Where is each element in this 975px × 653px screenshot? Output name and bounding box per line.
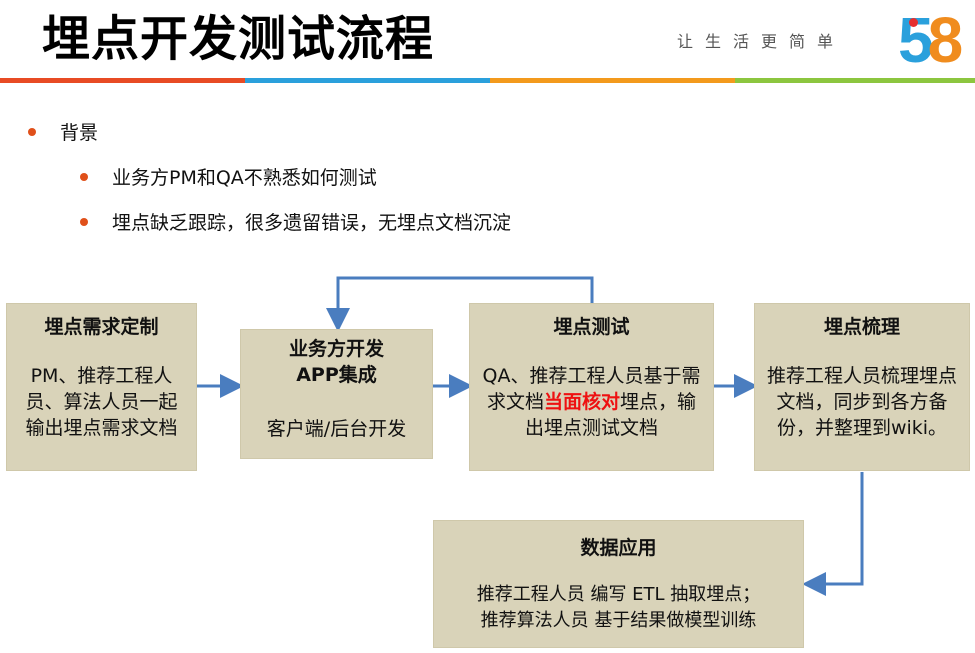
box-apply: 数据应用 推荐工程人员 编写 ETL 抽取埋点； 推荐算法人员 基于结果做模型训…	[433, 520, 804, 648]
box-develop: 业务方开发 APP集成 客户端/后台开发	[240, 329, 433, 459]
page-title: 埋点开发测试流程	[42, 11, 435, 67]
stripe-red	[0, 78, 245, 83]
box-apply-line-1: 推荐工程人员 编写 ETL 抽取埋点；	[476, 584, 761, 605]
logo-digit-8: 8	[927, 4, 964, 76]
background-label: 背景	[60, 122, 99, 144]
bullet-item: 埋点缺乏跟踪，很多遗留错误，无埋点文档沉淀	[80, 208, 511, 235]
logo-58: 58	[898, 8, 963, 72]
box-test-highlight: 当面核对	[543, 391, 620, 413]
box-requirement: 埋点需求定制 PM、推荐工程人员、算法人员一起输出埋点需求文档	[6, 303, 197, 471]
box-apply-title: 数据应用	[580, 537, 657, 559]
logo-dot-icon	[909, 18, 918, 27]
slogan: 让生活更简单	[677, 32, 846, 51]
box-develop-body: 客户端/后台开发	[266, 418, 407, 440]
box-test-body: QA、推荐工程人员基于需求文档当面核对埋点，输出埋点测试文档	[480, 363, 703, 441]
box-requirement-body: PM、推荐工程人员、算法人员一起输出埋点需求文档	[25, 365, 178, 439]
bullet-item: 业务方PM和QA不熟悉如何测试	[80, 163, 377, 190]
bullet-dot-icon	[80, 172, 88, 181]
background-item-2: 埋点缺乏跟踪，很多遗留错误，无埋点文档沉淀	[112, 212, 512, 234]
background-item-1: 业务方PM和QA不熟悉如何测试	[112, 167, 377, 189]
header-color-stripe	[0, 78, 975, 83]
stripe-green	[735, 78, 975, 83]
box-organize-body: 推荐工程人员梳理埋点文档，同步到各方备份，并整理到wiki。	[766, 365, 957, 439]
box-test-title: 埋点测试	[553, 316, 630, 338]
box-organize: 埋点梳理 推荐工程人员梳理埋点文档，同步到各方备份，并整理到wiki。	[754, 303, 970, 471]
stripe-orange	[490, 78, 735, 83]
bullet-dot-icon	[28, 127, 36, 136]
box-test: 埋点测试 QA、推荐工程人员基于需求文档当面核对埋点，输出埋点测试文档	[469, 303, 714, 471]
bullet-dot-icon	[80, 217, 88, 226]
arrow-test-back-to-dev	[326, 276, 594, 332]
box-test-body-1: QA、推荐工程人员基于需求文档	[482, 365, 701, 413]
box-organize-title: 埋点梳理	[823, 316, 900, 338]
box-apply-line-2: 推荐算法人员 基于结果做模型训练	[480, 610, 757, 631]
bullet-background: 背景	[28, 118, 98, 145]
box-develop-title-2: APP集成	[296, 364, 377, 386]
box-develop-title-1: 业务方开发	[288, 338, 384, 360]
box-test-body-2: 埋点，输出埋点测试文档	[524, 391, 697, 439]
stripe-blue	[245, 78, 490, 83]
box-requirement-title: 埋点需求定制	[44, 316, 159, 338]
arrow-organize-to-apply	[802, 472, 864, 596]
